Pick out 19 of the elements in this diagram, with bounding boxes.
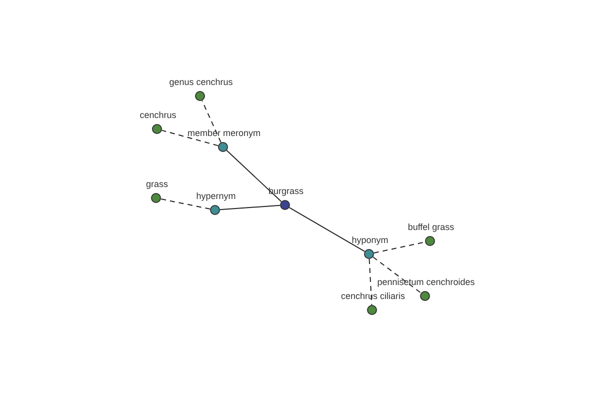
- node-label: member meronym: [188, 129, 260, 138]
- node-label: cenchrus: [140, 111, 176, 120]
- node-label: genus cenchrus: [169, 78, 233, 87]
- node-label: grass: [146, 180, 168, 189]
- dashed-connector: [160, 198, 211, 210]
- dashed-connector: [373, 242, 426, 254]
- dashed-connector: [161, 130, 219, 146]
- dashed-connector: [368, 258, 372, 306]
- connector: [226, 150, 282, 202]
- node-label: burgrass: [268, 187, 304, 196]
- dashed-connector: [202, 100, 222, 143]
- node-label: pennisetum cenchroides: [377, 278, 475, 287]
- node-label: cenchrus ciliaris: [340, 292, 406, 301]
- node-label: buffel grass: [408, 223, 454, 232]
- node-label: hypernym: [196, 192, 236, 201]
- connector: [288, 207, 366, 252]
- dashed-connector: [372, 256, 422, 294]
- node-label: hyponym: [352, 236, 388, 245]
- connector: [219, 204, 281, 210]
